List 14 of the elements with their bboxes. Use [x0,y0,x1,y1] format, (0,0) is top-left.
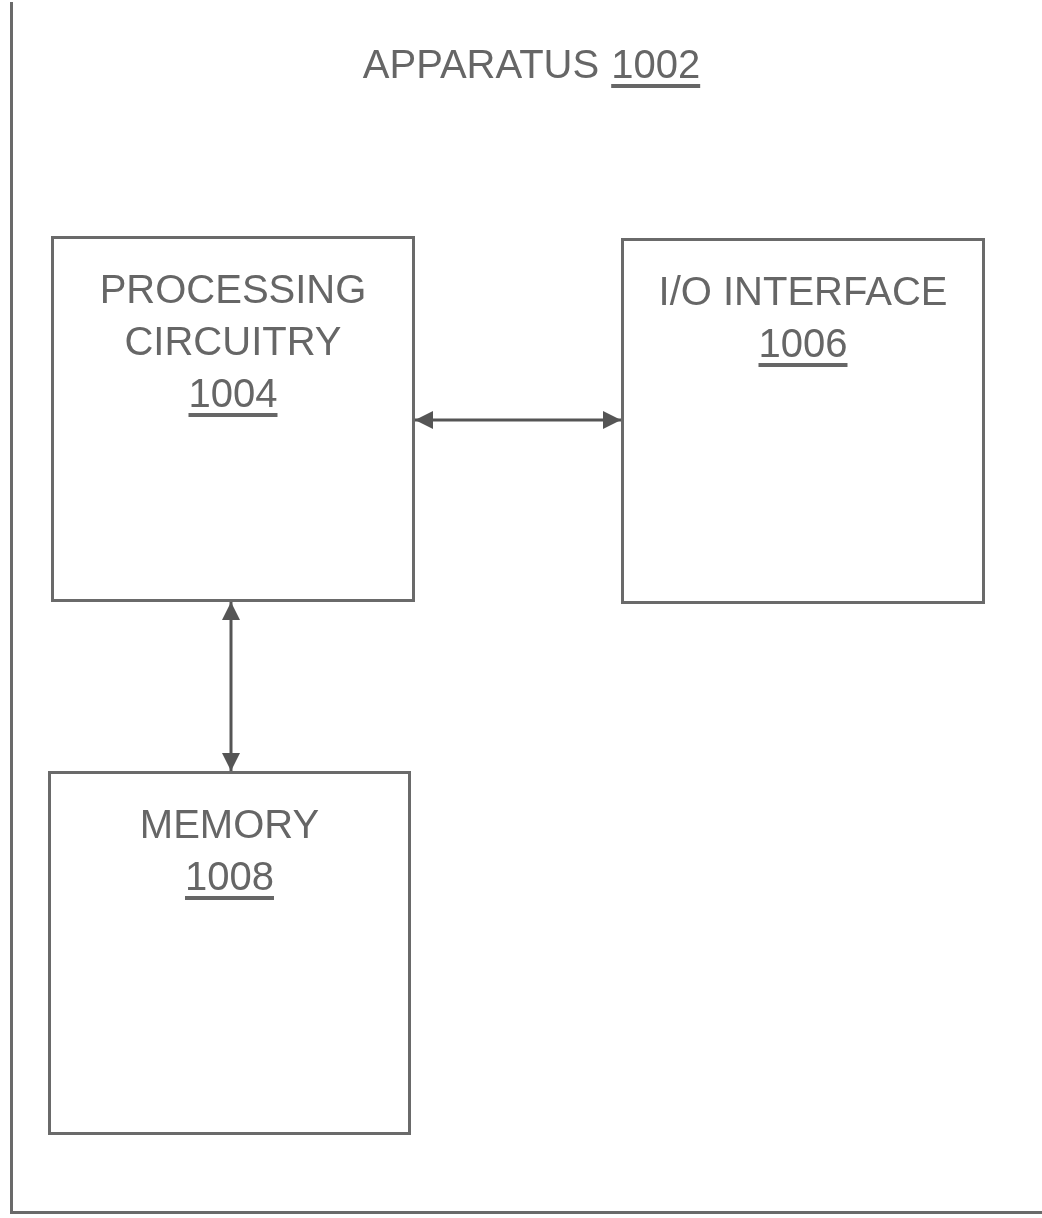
reference-number: 1006 [758,320,848,367]
block-box [51,236,415,602]
reference-number: 1008 [185,853,274,900]
double-arrow [222,602,240,771]
reference-number: 1002 [611,41,701,88]
block-label: I/O INTERFACE [658,268,948,315]
block-label: MEMORY [139,801,320,848]
block-box [48,771,411,1135]
apparatus-frame [10,2,1042,1214]
double-arrow [415,411,621,429]
apparatus-title: APPARATUS [362,41,600,88]
block-box [621,238,985,604]
block-label: PROCESSING CIRCUITRY [98,266,368,365]
reference-number: 1004 [188,370,278,417]
